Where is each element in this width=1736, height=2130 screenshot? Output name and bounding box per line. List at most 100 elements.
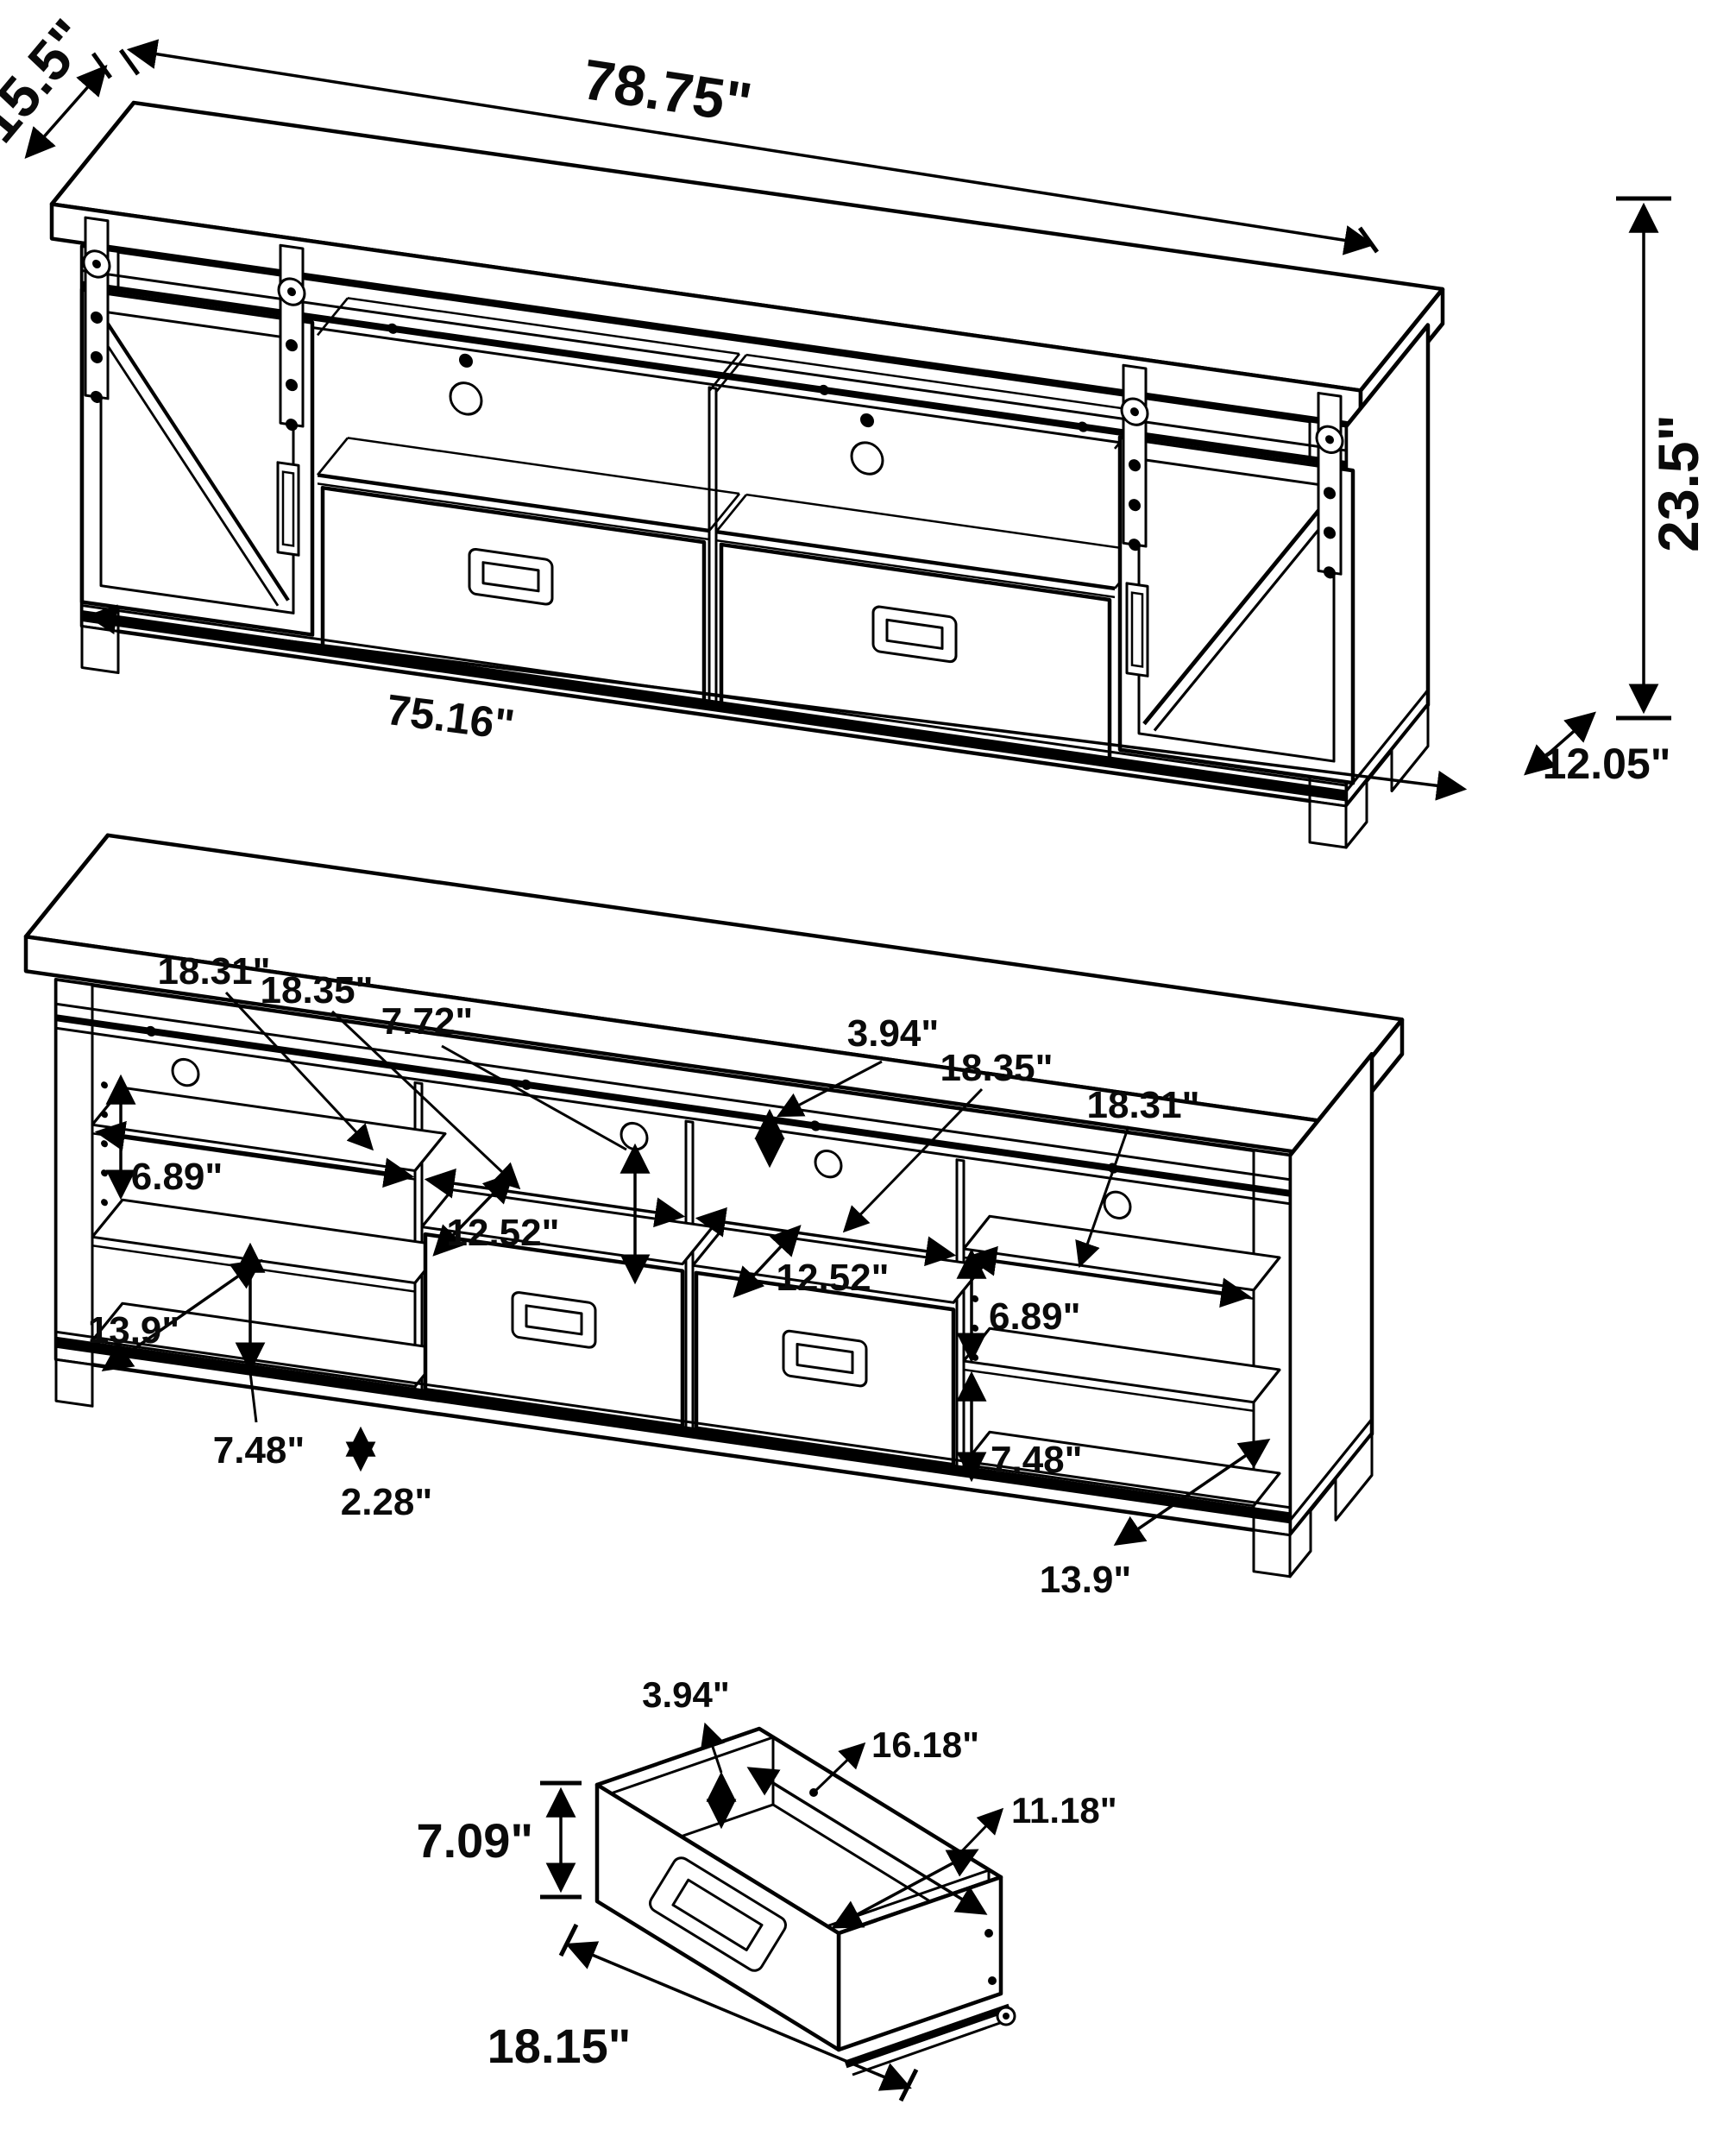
drawer-handle-recess (671, 1878, 764, 1951)
rear-right-leg (1334, 1432, 1374, 1522)
dim-line-right-bay-width (965, 1245, 1252, 1308)
screw (988, 1976, 997, 1985)
dim-label-right-shelf-spacing: 6.89" (989, 1295, 1081, 1338)
dim-label-left-drawer-depth: 12.52" (447, 1212, 560, 1254)
view-drawer-detail: 7.09" 3.94" 16.18" 11.18" 18.15" (416, 1674, 1117, 2102)
leader (777, 1060, 883, 1118)
drawer-box (594, 1726, 1016, 2076)
dim-label-right-shelf-depth: 13.9" (1040, 1559, 1132, 1601)
dim-line-base-width (85, 604, 1468, 801)
door-ring-pull (1103, 1190, 1132, 1219)
hanger-strap (1315, 391, 1344, 579)
dim-line-right-drawer-depth (733, 1225, 802, 1298)
barn-door-left (79, 287, 315, 637)
dim-label-base-clearance: 2.28" (341, 1481, 433, 1523)
leader (330, 1010, 521, 1190)
dim-label-interior-depth: 11.18" (1011, 1790, 1117, 1831)
front-right-foot-side (1288, 1508, 1312, 1579)
drawer-handle-recess (481, 561, 540, 593)
track-bolt (1078, 421, 1088, 432)
view3-dimensions: 7.09" 3.94" 16.18" 11.18" 18.15" (416, 1674, 1117, 2102)
door-hangers (82, 216, 1344, 579)
dim-line-left-drawer-depth (432, 1172, 514, 1257)
dim-label-base-depth: 12.05" (1543, 740, 1671, 788)
leader (441, 1044, 627, 1151)
leader (700, 1722, 726, 1774)
dim-line-front-width (565, 1941, 912, 2091)
dim-tick (118, 48, 141, 76)
door-ring-pull (814, 1149, 843, 1179)
leader (812, 1742, 866, 1794)
front-right-foot (1308, 799, 1348, 849)
screw (984, 1929, 993, 1938)
dim-label-front-width: 18.15" (487, 2019, 632, 2073)
side-bottom-rail (1288, 1418, 1374, 1522)
track-bolt (387, 323, 398, 334)
door-ring-pull (449, 381, 483, 416)
dim-label-right-drawer-depth: 12.52" (777, 1257, 890, 1299)
dim-label-back-panel-height: 3.94" (642, 1674, 730, 1715)
cubby-left (316, 297, 741, 541)
front-left-foot (54, 1358, 94, 1408)
view-console-interior: 18.31" 18.35" 7.72" 3.94" 18.35" 18.31" … (23, 833, 1405, 1601)
dim-line-interior-depth (831, 1849, 979, 1929)
front-right-foot (1252, 1528, 1292, 1579)
dim-line-right-center-bay-width (695, 1207, 957, 1267)
dim-label-front-height: 7.09" (416, 1813, 533, 1868)
dim-label-top-depth: 15.5" (0, 7, 102, 154)
hanger-strap (82, 216, 111, 404)
view-console-assembled: 15.5" 78.75" 23.5" 75.16" 12.05" (0, 7, 1710, 849)
leader (248, 1371, 258, 1423)
dim-label-left-center-bay-width: 18.35" (261, 969, 374, 1011)
dim-label-left-shelf-depth: 13.9" (88, 1309, 180, 1352)
dim-line-left-shelf-depth (101, 1258, 263, 1372)
dim-line-right-shelf-depth (1113, 1439, 1271, 1546)
divider-2 (684, 1119, 695, 1434)
leader (842, 1087, 984, 1233)
ring-bolt (459, 353, 473, 368)
door-track-bottom (56, 1026, 1290, 1206)
cubby-right (714, 353, 1147, 599)
center-divider (708, 386, 718, 708)
view2-dimensions: 18.31" 18.35" 7.72" 3.94" 18.35" 18.31" … (88, 950, 1271, 1601)
track-bolt (146, 1025, 156, 1037)
dim-label-top-width: 78.75" (579, 47, 756, 135)
hanger-strap (277, 243, 306, 432)
dim-line-top-width (126, 39, 1375, 255)
dim-label-opening-height: 7.72" (381, 1000, 474, 1043)
hanger-strap (1120, 363, 1149, 551)
leader (1075, 1125, 1130, 1269)
door-track-top (56, 1002, 1290, 1182)
dim-label-right-drawer-height: 7.48" (991, 1439, 1083, 1481)
door-edge-pull (276, 461, 300, 557)
drawer-handle-recess (796, 1342, 854, 1375)
dim-label-right-center-bay-width: 18.35" (940, 1047, 1054, 1089)
open-console-body (23, 833, 1405, 1579)
dim-label-right-bay-width: 18.31" (1087, 1084, 1200, 1126)
left-stile (54, 978, 94, 1366)
dim-label-base-width: 75.16" (384, 685, 518, 749)
dim-label-interior-width: 16.18" (871, 1724, 979, 1765)
divider-3 (955, 1158, 965, 1473)
leader (954, 1807, 1004, 1859)
dim-label-height: 23.5" (1646, 414, 1710, 552)
dim-tick (1357, 226, 1380, 254)
drawer-handle-recess (525, 1304, 583, 1336)
dim-tick (91, 52, 113, 79)
door-ring-pull (850, 441, 884, 476)
door-track-rail (56, 1014, 1290, 1197)
door-ring-pull (171, 1057, 200, 1087)
dim-tick (558, 1923, 579, 1957)
track-bolt (810, 1120, 821, 1131)
console-body (49, 100, 1445, 849)
dim-line-base-depth (1524, 711, 1596, 776)
track-bolt (819, 384, 829, 395)
track-bolt (521, 1079, 531, 1090)
ring-bolt (860, 413, 874, 428)
door-edge-pull (1125, 582, 1149, 677)
dim-line-left-bay-width (94, 1120, 415, 1188)
front-left-foot (80, 625, 120, 675)
dim-line-top-depth (24, 65, 108, 159)
